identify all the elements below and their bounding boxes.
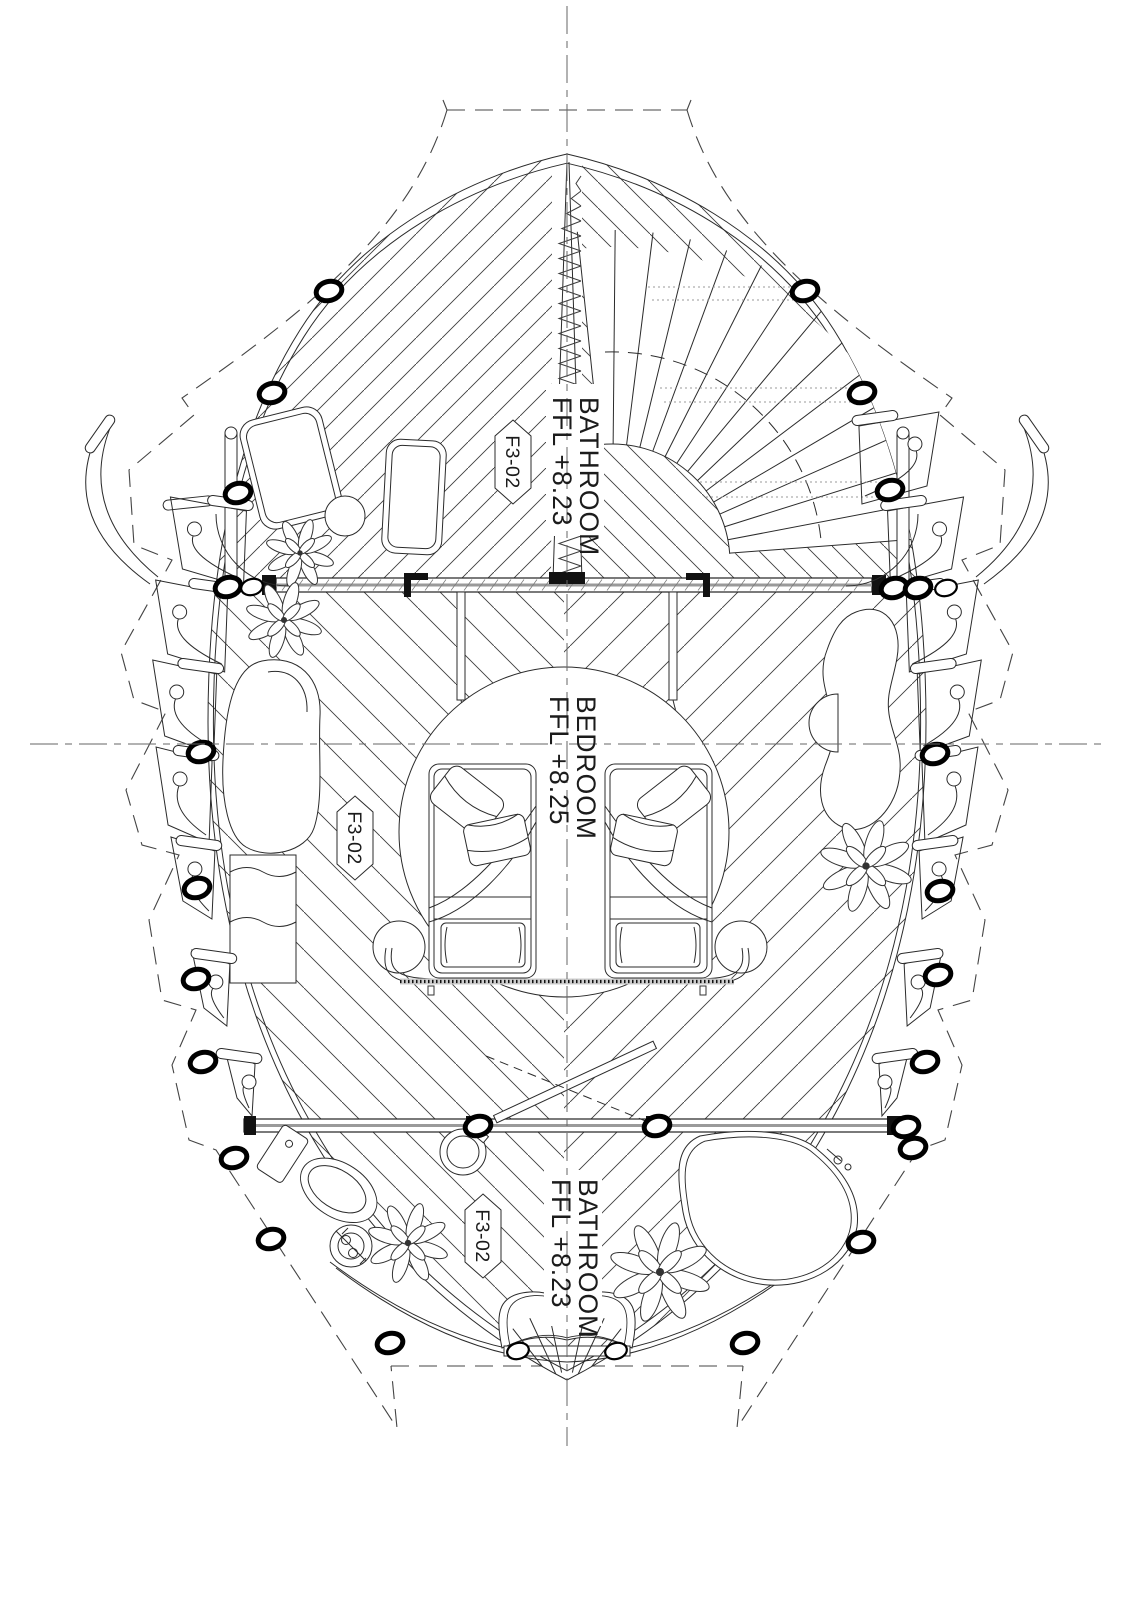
roof-overhang-outline	[120, 99, 1014, 1429]
svg-text:F3-02: F3-02	[471, 1209, 493, 1262]
foot-bench-cushion	[440, 922, 526, 968]
fin-panel	[190, 947, 238, 1027]
finish-tag-middle: F3-02	[336, 795, 374, 881]
fixing-ring	[897, 1135, 929, 1161]
plant-icon	[820, 820, 912, 912]
fixing-ring	[922, 962, 954, 988]
toilet	[256, 1124, 378, 1224]
fixing-ring	[924, 878, 956, 904]
fin-panel	[909, 657, 982, 755]
pillow	[463, 813, 531, 867]
finish-tag-bottom: F3-02	[464, 1193, 502, 1279]
exterior-fins	[152, 409, 982, 1118]
side-table	[372, 920, 426, 974]
stair-guide-lines	[648, 286, 886, 498]
fixing-ring	[604, 1341, 628, 1361]
fixing-ring	[909, 1049, 941, 1075]
plant-icon	[368, 1203, 448, 1283]
fixing-ring	[374, 1330, 406, 1356]
bed-left	[428, 763, 537, 979]
fin-panel	[880, 494, 965, 588]
room-label-bathroom-bottom: BATHROOMFFL +8.23	[546, 1179, 603, 1338]
plant-icon	[246, 582, 322, 658]
bathtub	[678, 1130, 859, 1286]
door-leaf-upper-right	[668, 591, 678, 701]
fin-panel	[896, 947, 944, 1027]
fixing-ring	[240, 577, 264, 597]
wardrobe	[222, 659, 321, 984]
svg-text:F3-02: F3-02	[343, 811, 365, 864]
fixing-ring	[902, 575, 934, 601]
spiral-staircase	[576, 230, 926, 554]
fixing-ring	[890, 1114, 922, 1140]
fixing-ring	[256, 380, 288, 406]
plants	[246, 519, 912, 1322]
outer-rails	[84, 414, 1050, 585]
svg-text:F3-02: F3-02	[501, 435, 523, 488]
fixing-ring	[255, 1226, 287, 1252]
fixing-ring	[187, 1049, 219, 1075]
bed-right	[604, 763, 713, 979]
room-labels: BATHROOMFFL +8.23 BEDROOMFFL +8.25 BATHR…	[336, 397, 604, 1338]
fixing-ring	[845, 1229, 877, 1255]
centerlines	[30, 6, 1104, 1446]
lounger	[381, 438, 447, 556]
fin-panel	[871, 1047, 919, 1118]
door-jamb-marks	[404, 572, 710, 597]
fixing-ring	[180, 966, 212, 992]
lounge-seat	[808, 608, 901, 830]
label-backgrounds	[542, 384, 604, 1326]
bedroom	[222, 608, 901, 998]
side-table	[714, 920, 768, 974]
plant-icon	[266, 519, 334, 587]
fixing-ring	[313, 278, 345, 304]
fixing-rings	[180, 278, 958, 1361]
top-bathroom	[239, 406, 447, 556]
fixing-ring	[789, 278, 821, 304]
fixing-ring	[218, 1145, 250, 1171]
fixing-ring	[641, 1113, 673, 1139]
fixing-ring	[934, 578, 958, 598]
finish-tag-top: F3-02	[494, 419, 532, 505]
fixing-ring	[506, 1341, 530, 1361]
fixing-ring	[212, 574, 244, 600]
floor-drain	[329, 1224, 373, 1268]
fixing-ring	[874, 477, 906, 503]
fin-panel	[911, 834, 964, 920]
room-label-bedroom: BEDROOMFFL +8.25	[544, 696, 601, 840]
fixing-ring	[846, 380, 878, 406]
plant-icon	[610, 1222, 710, 1322]
lower-partition-wall	[243, 1040, 901, 1135]
room-label-bathroom-top: BATHROOMFFL +8.23	[547, 397, 604, 556]
bath-faucet	[826, 1148, 852, 1171]
fixing-ring	[919, 741, 951, 767]
curtain-rail	[384, 947, 750, 996]
side-table	[324, 495, 366, 537]
door-leaf-lower	[492, 1040, 658, 1124]
lounger	[239, 406, 343, 530]
door-leaf-upper-left	[456, 591, 466, 701]
fixing-ring	[181, 875, 213, 901]
fin-panel	[152, 657, 225, 755]
fin-panel	[215, 1047, 263, 1118]
fixing-ring	[222, 480, 254, 506]
fixing-ring	[462, 1113, 494, 1139]
fixing-ring	[185, 739, 217, 765]
fixing-ring	[729, 1330, 761, 1356]
